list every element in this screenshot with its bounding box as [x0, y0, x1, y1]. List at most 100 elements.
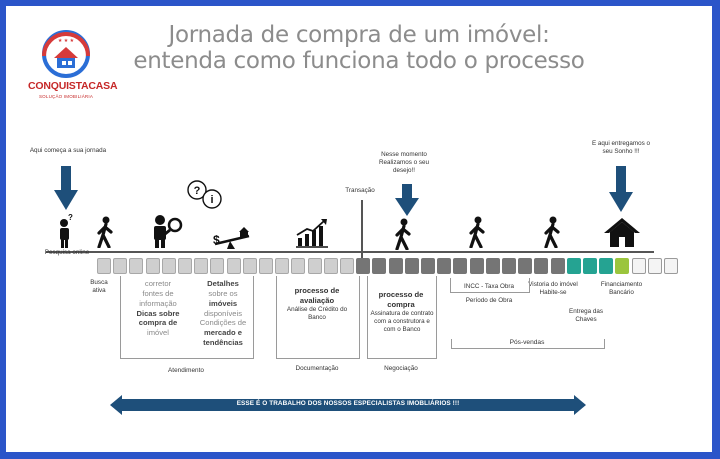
stage-vistoria: Vistoria do imóvel Habite-se	[528, 281, 578, 297]
obra-bracket	[450, 278, 530, 293]
negociacao-sub: Assinatura de contrato com a construtora…	[370, 310, 434, 334]
timeline-step	[615, 258, 630, 274]
timeline-line	[46, 251, 654, 253]
timeline-step	[242, 258, 257, 274]
timeline-step	[534, 258, 549, 274]
atendimento-line: imóvel	[147, 328, 169, 338]
timeline-step	[485, 258, 500, 274]
svg-text:★ ★ ★: ★ ★ ★	[58, 38, 75, 44]
stage-financiamento: Financiamento Bancário	[600, 281, 643, 297]
double-arrow-banner	[110, 395, 586, 415]
timeline-step	[518, 258, 533, 274]
house-icon	[604, 218, 640, 247]
atendimento-line: Condições de	[199, 318, 247, 328]
obra-periodo: Período de Obra	[465, 297, 513, 304]
documentacao-label: Documentação	[295, 365, 339, 372]
atendimento-line: sobre os	[208, 288, 238, 298]
walking-person-icon	[469, 216, 485, 248]
svg-text:$: $	[213, 233, 220, 247]
negociacao-title: processo de compra	[378, 290, 424, 309]
svg-text:?: ?	[68, 213, 73, 222]
stage-busca: Busca ativa	[90, 279, 108, 295]
atendimento-bracket	[120, 276, 254, 359]
negociacao-bracket	[367, 276, 437, 359]
page-title-line-1: Jornada de compra de um imóvel:	[168, 22, 550, 48]
atendimento-label: Atendimento	[168, 367, 204, 374]
atendimento-line: Detalhes	[207, 279, 239, 288]
thinking-person-icon: ?	[60, 213, 73, 248]
atendimento-line: mercado e	[204, 328, 242, 338]
timeline-step	[307, 258, 322, 274]
timeline-step	[97, 258, 111, 274]
down-arrow-icon	[395, 184, 419, 216]
logo-house-icon: ★ ★ ★	[42, 30, 90, 78]
documentacao-sub: Análise de Crédito do Banco	[286, 306, 348, 322]
atendimento-line: fontes de	[142, 288, 174, 298]
timeline-step	[129, 258, 144, 274]
person-magnifier-icon	[154, 215, 183, 248]
timeline-step	[178, 258, 192, 274]
atendimento-line: Dicas sobre	[136, 308, 180, 318]
growth-chart-icon	[296, 219, 328, 248]
double-arrow-banner-text: ESSE É O TRABALHO DOS NOSSOS ESPECIALIST…	[236, 400, 460, 407]
timeline-step	[113, 258, 128, 274]
timeline-step	[647, 258, 662, 274]
down-arrow-icon	[54, 166, 78, 210]
diagram-frame: ★ ★ ★ CONQUISTACASA SOLUÇÃO IMOBILIÁRIA …	[6, 6, 712, 452]
timeline-step	[340, 258, 354, 274]
logo: ★ ★ ★ CONQUISTACASA SOLUÇÃO IMOBILIÁRIA	[28, 26, 118, 106]
annotation-moment: Nesse momento Realizamos o seu desejo!!	[378, 151, 430, 175]
timeline-step	[323, 258, 338, 274]
timeline-step	[437, 258, 452, 274]
timeline-step	[145, 258, 160, 274]
timeline-step	[194, 258, 209, 274]
walking-person-icon	[395, 218, 411, 250]
annotation-start: Aqui começa a sua jornada	[29, 147, 107, 154]
timeline-step	[291, 258, 306, 274]
posvendas-label: Pós-vendas	[509, 339, 545, 346]
atendimento-line: imóveis	[208, 298, 238, 308]
obra-incc: INCC - Taxa Obra	[464, 283, 514, 290]
timeline-step	[566, 258, 581, 274]
transaction-divider	[361, 200, 363, 258]
svg-text:i: i	[210, 194, 213, 206]
timeline-step	[226, 258, 241, 274]
documentacao-title: processo de avaliação	[294, 286, 340, 305]
timeline-step	[599, 258, 614, 274]
timeline-step	[469, 258, 484, 274]
timeline-step	[404, 258, 419, 274]
timeline-step	[583, 258, 597, 274]
timeline-step	[275, 258, 290, 274]
timeline-step	[388, 258, 403, 274]
svg-text:?: ?	[194, 185, 201, 197]
timeline-step	[259, 258, 273, 274]
atendimento-col-1: corretor fontes de informação Dicas sobr…	[130, 279, 186, 338]
atendimento-line: disponíveis	[204, 308, 242, 318]
logo-name: CONQUISTACASA	[28, 80, 118, 92]
logo-subtitle: SOLUÇÃO IMOBILIÁRIA	[38, 94, 94, 99]
documentacao-bracket	[276, 276, 360, 359]
walking-person-icon	[97, 216, 113, 248]
page-title-line-2: entenda como funciona todo o processo	[133, 48, 585, 74]
timeline-step	[631, 258, 646, 274]
timeline-step	[550, 258, 565, 274]
timeline-step	[421, 258, 435, 274]
atendimento-line: compra de	[138, 318, 178, 328]
atendimento-col-2: Detalhes sobre os imóveis disponíveis Co…	[194, 279, 252, 348]
timeline-step	[664, 258, 678, 274]
annotation-end: E aqui entregamos o seu Sonho !!!	[591, 140, 651, 156]
timeline-step	[372, 258, 387, 274]
atendimento-line: tendências	[203, 338, 243, 348]
stage-pesquisa: Pesquisa online	[44, 249, 90, 256]
negociacao-label: Negociação	[384, 365, 418, 372]
atendimento-line: corretor	[144, 279, 172, 288]
annotation-transacao: Transação	[345, 187, 375, 194]
timeline-step	[453, 258, 468, 274]
stage-entrega: Entrega das Chaves	[569, 308, 603, 324]
timeline-step	[161, 258, 176, 274]
posvendas-bracket	[451, 339, 605, 349]
timeline-step	[502, 258, 516, 274]
money-house-scale-icon: $	[213, 227, 250, 249]
down-arrow-icon	[609, 166, 633, 212]
walking-person-icon	[544, 216, 560, 248]
